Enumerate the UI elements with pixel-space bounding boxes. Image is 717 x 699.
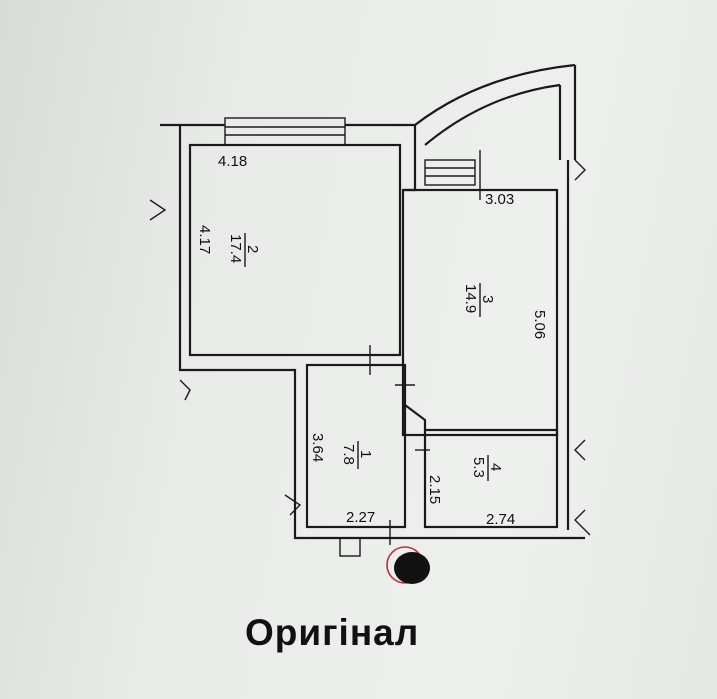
room-1-area: 7.8 <box>340 444 357 465</box>
room-4-length: 2.15 <box>426 475 443 504</box>
room-2-number: 2 <box>244 245 261 253</box>
room-2-label: 2 17.4 <box>227 233 261 267</box>
room-4-number: 4 <box>487 463 504 471</box>
room-2-width: 4.18 <box>218 153 247 170</box>
room-4-label: 4 5.3 <box>470 455 504 481</box>
room-1-number: 1 <box>357 450 374 458</box>
room-3-label: 3 14.9 <box>462 283 496 317</box>
walls <box>149 63 591 557</box>
room-2-area: 17.4 <box>227 234 244 263</box>
room-4-area: 5.3 <box>470 457 487 478</box>
redaction-blob <box>394 552 430 584</box>
room-4-width: 2.74 <box>486 511 515 528</box>
room-3-length: 5.06 <box>531 310 548 339</box>
room-2-length: 4.17 <box>196 225 213 254</box>
caption: Оригінал <box>245 612 420 653</box>
room-1-label: 1 7.8 <box>340 441 374 469</box>
room-1-length: 3.64 <box>309 433 326 462</box>
room-1-width: 2.27 <box>346 509 375 526</box>
room-3-number: 3 <box>479 295 496 303</box>
room-3-area: 14.9 <box>462 284 479 313</box>
room-3-width: 3.03 <box>485 191 514 208</box>
